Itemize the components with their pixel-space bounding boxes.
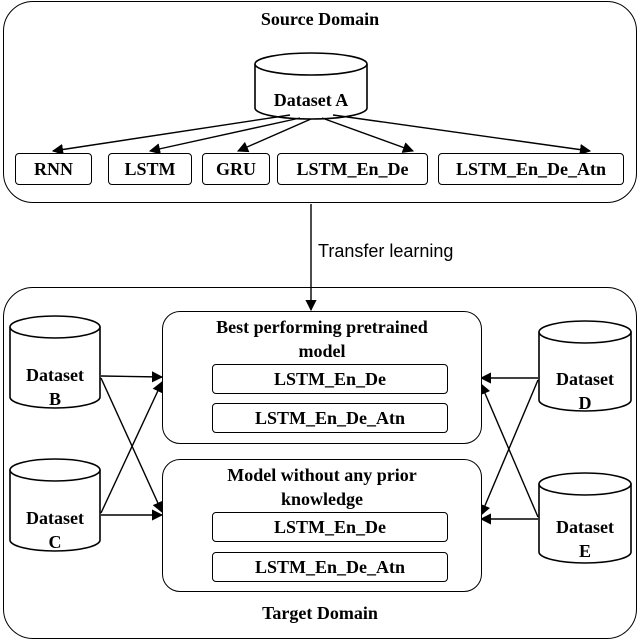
arrow-b-to-pretrained — [100, 371, 164, 383]
pretrained-model-lstm-en-de: LSTM_En_De — [212, 364, 448, 394]
dataset-a-label: Dataset A — [273, 90, 349, 110]
dataset-b-cylinder — [9, 315, 101, 409]
dataset-d-cylinder — [538, 320, 632, 412]
source-domain-title: Source Domain — [260, 9, 380, 29]
pretrained-model-lstm-en-de-atn: LSTM_En_De_Atn — [212, 403, 448, 433]
scratch-model-group: Model without any prior knowledge LSTM_E… — [162, 459, 482, 592]
arrow-b-to-scratch — [100, 377, 163, 514]
model-gru: GRU — [202, 153, 270, 185]
dataset-a-cylinder — [254, 52, 368, 120]
dataset-b-label-line2: B — [48, 389, 61, 409]
scratch-model-lstm-en-de-atn: LSTM_En_De_Atn — [212, 552, 448, 582]
arrow-e-to-pretrained — [479, 382, 539, 518]
arrow-d-to-scratch — [479, 379, 539, 517]
model-rnn: RNN — [15, 153, 92, 185]
scratch-group-title-line2: knowledge — [280, 489, 363, 509]
dataset-d-label-line1: Dataset — [556, 369, 614, 389]
transfer-learning-label: Transfer learning — [318, 241, 454, 261]
arrow-a-to-lstm-en-de — [321, 117, 415, 153]
dataset-e-label-line2: E — [578, 541, 591, 561]
target-domain-title: Target Domain — [262, 603, 378, 623]
arrow-a-to-lstm-en-de-atn — [332, 114, 592, 156]
dataset-c-label-line2: C — [48, 532, 62, 552]
model-lstm-en-de: LSTM_En_De — [277, 153, 428, 185]
scratch-group-title-line1: Model without any prior — [227, 465, 417, 485]
pretrained-group-title-line1: Best performing pretrained — [216, 317, 428, 337]
source-arrows — [51, 114, 592, 156]
dataset-c-cylinder — [9, 458, 101, 552]
dataset-c-label-line1: Dataset — [26, 508, 84, 528]
arrow-a-to-gru — [236, 118, 312, 153]
model-lstm: LSTM — [108, 153, 192, 185]
arrow-a-to-rnn — [51, 114, 291, 156]
pretrained-group-title-line2: model — [298, 341, 346, 361]
arrow-a-to-lstm — [148, 117, 301, 155]
model-lstm-en-de-atn: LSTM_En_De_Atn — [438, 153, 624, 185]
dataset-d-label-line2: D — [578, 393, 592, 413]
arrow-c-to-pretrained — [100, 380, 163, 514]
pretrained-model-group: Best performing pretrained model LSTM_En… — [162, 311, 482, 444]
right-dataset-arrows — [479, 372, 539, 525]
dataset-e-label-line1: Dataset — [556, 517, 614, 537]
dataset-b-label-line1: Dataset — [26, 365, 84, 385]
left-dataset-arrows — [100, 371, 164, 521]
dataset-e-cylinder — [538, 472, 632, 564]
scratch-model-lstm-en-de: LSTM_En_De — [212, 512, 448, 542]
